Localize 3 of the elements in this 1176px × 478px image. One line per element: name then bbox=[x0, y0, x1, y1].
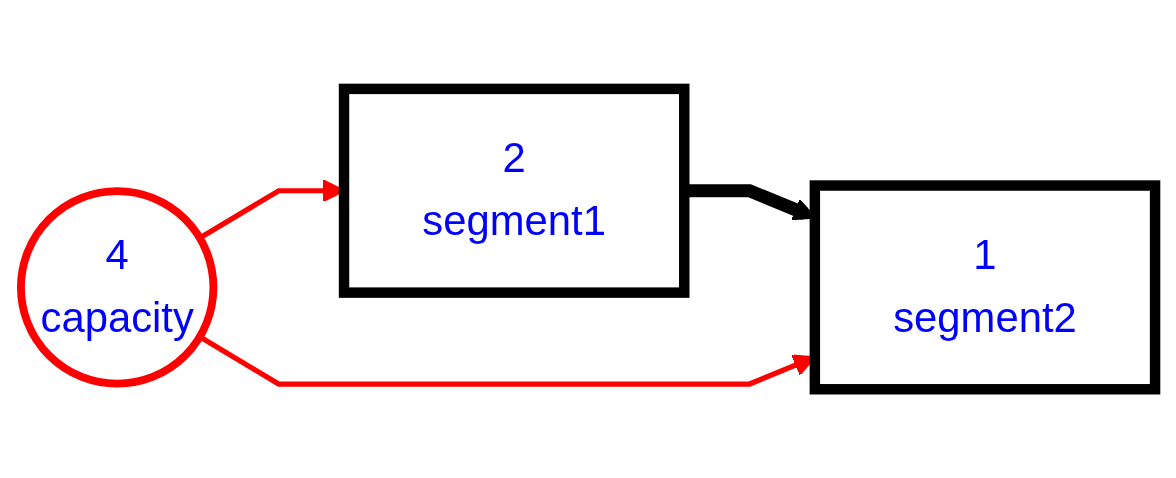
node-box: 1 segment2 bbox=[809, 180, 1161, 395]
node-circle: 4 capacity bbox=[17, 187, 218, 388]
node-box: 2 segment1 bbox=[338, 83, 690, 298]
